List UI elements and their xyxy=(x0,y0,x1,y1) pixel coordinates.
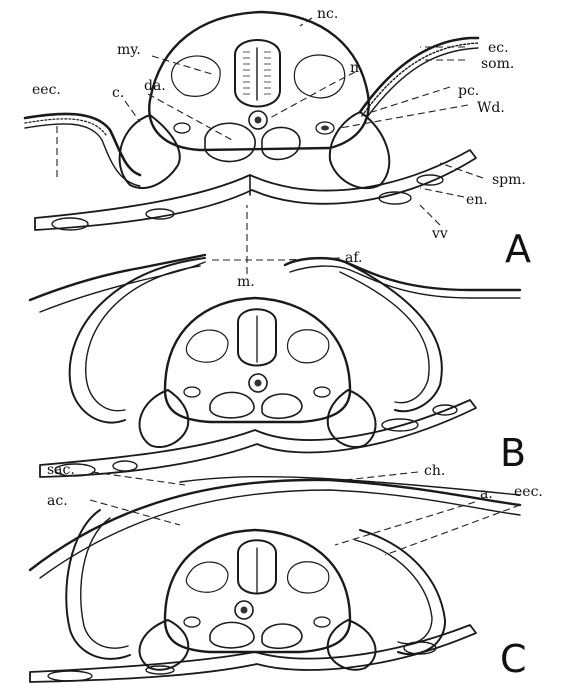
label-som: som. xyxy=(481,56,514,72)
label-wd: Wd. xyxy=(477,100,505,116)
label-my: my. xyxy=(117,42,141,58)
label-en: en. xyxy=(466,192,488,208)
label-spm: spm. xyxy=(492,172,526,188)
label-c: c. xyxy=(112,85,124,101)
label-ac: ac. xyxy=(47,493,68,509)
panel-b xyxy=(30,255,520,477)
panel-a-dorsal-aorta-right xyxy=(262,127,300,159)
label-eec-a: eec. xyxy=(32,82,61,98)
label-vv: vv xyxy=(431,226,448,242)
label-eec-c: eec. xyxy=(514,484,543,500)
panel-a-myotome-right xyxy=(294,55,344,98)
panel-b-labels: af. B xyxy=(345,250,526,475)
label-pc: pc. xyxy=(458,83,479,99)
panel-a-wolffian-duct-left xyxy=(174,123,190,133)
label-da: da. xyxy=(144,78,166,94)
panel-c xyxy=(30,477,520,682)
panel-a xyxy=(25,12,478,230)
label-m: m. xyxy=(237,274,255,290)
panel-a-myotome-left xyxy=(172,56,221,96)
panel-label-c: C xyxy=(500,637,527,681)
label-ch: ch. xyxy=(424,463,445,479)
panel-a-dorsal-aorta-left xyxy=(205,123,255,161)
panel-label-a: A xyxy=(505,227,531,271)
label-ec: ec. xyxy=(488,40,509,56)
panel-label-b: B xyxy=(500,431,526,475)
panel-a-endoderm xyxy=(35,150,476,230)
label-af: af. xyxy=(345,250,362,266)
label-nc: nc. xyxy=(317,6,338,22)
label-sac: sac. xyxy=(47,462,75,478)
label-n: n. xyxy=(350,60,363,76)
label-a: a. xyxy=(480,486,493,502)
